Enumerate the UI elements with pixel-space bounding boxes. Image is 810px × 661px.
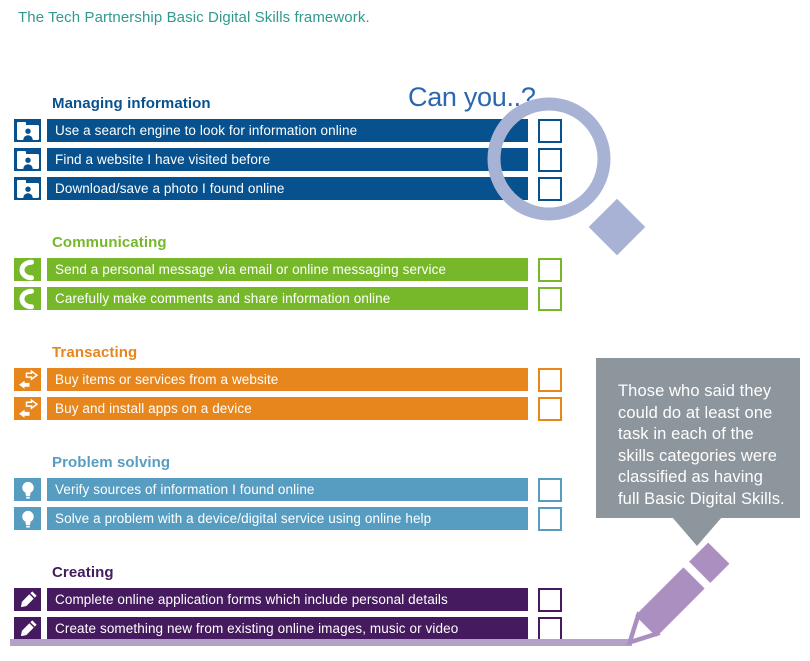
lightbulb-icon [14,507,41,530]
section-heading: Managing information [52,95,211,112]
skill-section: Problem solving Verify sources of inform… [14,454,562,531]
skill-row: Send a personal message via email or onl… [14,257,562,282]
section-heading: Problem solving [52,454,171,471]
exchange-arrows-icon [14,368,41,391]
skill-checkbox[interactable] [538,587,562,612]
callout-bubble: Those who said they could do at least on… [596,358,800,518]
spacer [528,287,538,310]
pencil-line [10,639,632,646]
skill-row: Download/save a photo I found online [14,176,562,201]
spacer [528,507,538,530]
skill-row: Verify sources of information I found on… [14,477,562,502]
skill-bar-label: Find a website I have visited before [47,148,528,171]
spacer [528,617,538,640]
callout-text: Those who said they could do at least on… [618,382,785,508]
spacer [528,148,538,171]
skill-row: Use a search engine to look for informat… [14,118,562,143]
skill-checkbox[interactable] [538,396,562,421]
section-heading: Communicating [52,234,167,251]
skill-checkbox[interactable] [538,147,562,172]
exchange-arrows-icon [14,397,41,420]
skill-bar-label: Use a search engine to look for informat… [47,119,528,142]
skill-checkbox[interactable] [538,257,562,282]
skill-bar-label: Complete online application forms which … [47,588,528,611]
pencil-icon [14,617,41,640]
pencil-icon [14,588,41,611]
skill-checkbox[interactable] [538,367,562,392]
skill-bar-label: Send a personal message via email or onl… [47,258,528,281]
skill-bar-label: Verify sources of information I found on… [47,478,528,501]
folder-user-icon [14,177,41,200]
phone-icon [14,287,41,310]
skill-section: Managing information Use a search engine… [14,95,562,201]
skill-checkbox[interactable] [538,118,562,143]
spacer [528,119,538,142]
folder-user-icon [14,148,41,171]
skill-checkbox[interactable] [538,506,562,531]
skill-bar-label: Carefully make comments and share inform… [47,287,528,310]
spacer [528,368,538,391]
skill-bar-label: Buy items or services from a website [47,368,528,391]
skill-checkbox[interactable] [538,477,562,502]
skill-section: Transacting Buy items or services from a… [14,344,562,421]
lightbulb-icon [14,478,41,501]
spacer [528,397,538,420]
skill-checkbox[interactable] [538,176,562,201]
skill-row: Create something new from existing onlin… [14,616,562,641]
skill-bar-label: Download/save a photo I found online [47,177,528,200]
spacer [528,588,538,611]
skill-row: Buy items or services from a website [14,367,562,392]
skill-bar-label: Solve a problem with a device/digital se… [47,507,528,530]
skill-checkbox[interactable] [538,286,562,311]
callout-pointer [672,517,722,546]
page-title: The Tech Partnership Basic Digital Skill… [18,9,370,26]
section-heading: Transacting [52,344,138,361]
spacer [528,478,538,501]
skill-bar-label: Create something new from existing onlin… [47,617,528,640]
skills-sections: Managing information Use a search engine… [14,95,562,641]
skill-bar-label: Buy and install apps on a device [47,397,528,420]
spacer [528,177,538,200]
skill-section: Creating Complete online application for… [14,564,562,641]
skill-section: Communicating Send a personal message vi… [14,234,562,311]
skill-row: Find a website I have visited before [14,147,562,172]
folder-user-icon [14,119,41,142]
phone-icon [14,258,41,281]
spacer [528,258,538,281]
skill-row: Carefully make comments and share inform… [14,286,562,311]
skill-row: Complete online application forms which … [14,587,562,612]
section-heading: Creating [52,564,114,581]
skill-row: Buy and install apps on a device [14,396,562,421]
skill-checkbox[interactable] [538,616,562,641]
skill-row: Solve a problem with a device/digital se… [14,506,562,531]
